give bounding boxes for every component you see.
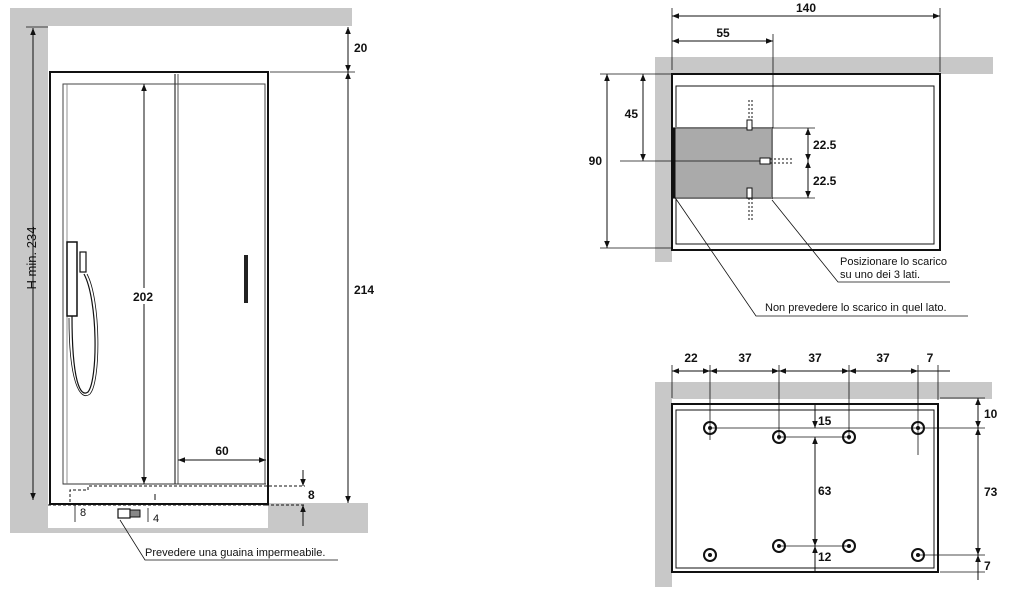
bottom-gap-label: 12 — [818, 550, 832, 564]
shower-hose — [71, 273, 96, 394]
drain-zone — [673, 127, 773, 199]
drain-x-label: 55 — [716, 26, 730, 40]
ceiling-wall — [10, 8, 352, 26]
shower-column — [66, 241, 78, 317]
drain-left-label: 8 — [80, 507, 86, 519]
shower-head-bracket — [79, 251, 87, 273]
floor-step-label: 8 — [308, 488, 315, 502]
spacing-1: 22 — [684, 351, 698, 365]
top-depth-label: 90 — [589, 154, 603, 168]
drain-y-label: 45 — [625, 107, 639, 121]
span-label: 73 — [984, 485, 998, 499]
cabin-frame — [49, 71, 269, 505]
height-label: H min. 234 — [24, 227, 39, 290]
spacing-4: 37 — [876, 351, 890, 365]
top-gap-label: 20 — [354, 41, 368, 55]
base-inner — [675, 409, 935, 569]
bottom-margin-label: 7 — [984, 559, 991, 573]
spacing-2: 37 — [738, 351, 752, 365]
spacing-3: 37 — [808, 351, 822, 365]
note-sides: Posizionare lo scarico — [840, 256, 947, 268]
note-no-drain: Non prevedere lo scarico in quel lato. — [765, 302, 947, 314]
door-handle — [244, 255, 248, 303]
top-wall-back — [655, 57, 993, 74]
waterproof-note: Prevedere una guaina impermeabile. — [145, 547, 325, 559]
top-width-label: 140 — [796, 1, 816, 15]
top-margin-label: 10 — [984, 407, 998, 421]
inner-gap-label: 63 — [818, 484, 832, 498]
drain-symbol-top — [746, 100, 753, 131]
base-view: 22 37 37 37 7 15 63 12 10 73 7 — [655, 351, 998, 587]
drain-fitting — [117, 508, 131, 519]
cabin-inner-frame — [62, 83, 266, 485]
base-wall-back — [655, 382, 992, 399]
door-height-label: 202 — [133, 290, 153, 304]
top-view: 140 55 90 45 22.5 22.5 Posizionare lo sc… — [589, 1, 993, 317]
total-height-label: 214 — [354, 283, 374, 297]
tray-dashed-outline — [69, 485, 305, 502]
spacing-5: 7 — [927, 351, 934, 365]
upper-offset-label: 22.5 — [813, 138, 837, 152]
front-view: H min. 234 20 214 202 60 8 8 4 Prevedere… — [10, 8, 374, 561]
top-wall-left — [655, 57, 672, 262]
base-wall-left — [655, 382, 672, 587]
drain-symbol-bottom — [746, 187, 753, 220]
note-sides-2: su uno dei 3 lati. — [840, 269, 920, 281]
left-wall — [10, 8, 48, 528]
lower-offset-label: 22.5 — [813, 174, 837, 188]
handle-offset-label: 60 — [215, 444, 229, 458]
row-gap-label: 15 — [818, 414, 832, 428]
floor-recess — [48, 503, 268, 528]
drain-small-label: 4 — [153, 513, 159, 525]
